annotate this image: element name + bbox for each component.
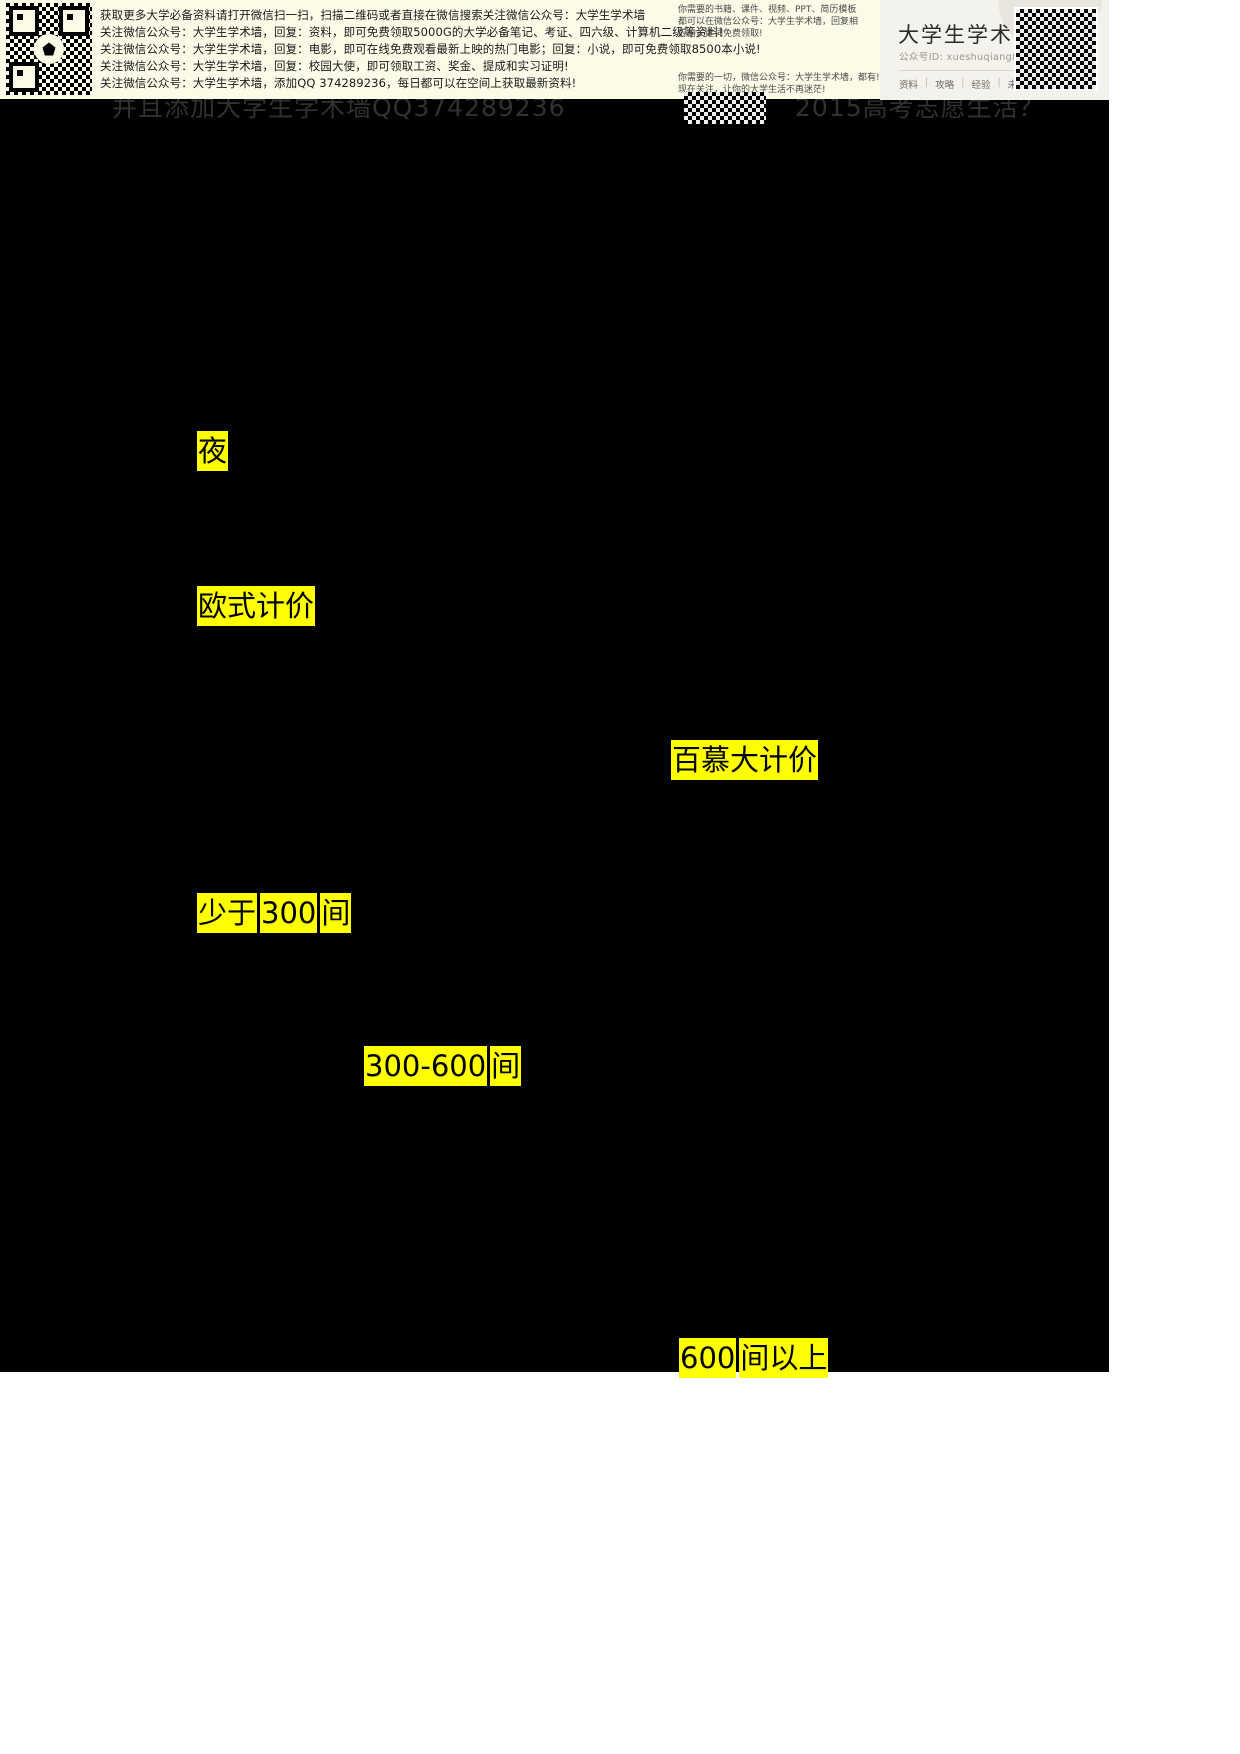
watermark-ad-inset: 你需要的书籍、课件、视频、PPT、简历模板 都可以在微信公众号：大学生学术墙，回…: [678, 4, 893, 40]
ad-line: 关注微信公众号：大学生学术墙，回复：电影，即可在线免费观看最新上映的热门电影；回…: [100, 42, 761, 56]
highlight-text: 600: [679, 1338, 737, 1378]
brand-nav-separator: |: [997, 77, 1001, 88]
brand-nav-separator: |: [925, 77, 929, 88]
brand-nav-item: 经验: [971, 80, 991, 91]
scan-body-area: [0, 0, 1109, 1372]
ad-inset-line: 应的关键词免费领取!: [678, 29, 763, 39]
ad-line: 获取更多大学必备资料请打开微信扫一扫，扫描二维码或者直接在微信搜索关注微信公众号…: [100, 8, 646, 22]
brand-title: 大学生学术墙: [898, 23, 1036, 47]
highlight-text: 间以上: [739, 1338, 829, 1378]
highlight-text: 300-600: [364, 1046, 488, 1086]
highlight-annotation-2: 欧式计价: [197, 586, 316, 626]
brand-nav-item: 资料: [899, 80, 919, 91]
qr-code-icon-small: [684, 92, 766, 124]
ad-line: 关注微信公众号：大学生学术墙，添加QQ 374289236，每日都可以在空间上获…: [100, 76, 577, 90]
highlight-text: 间: [490, 1046, 522, 1086]
qr-code-icon: [6, 3, 92, 95]
watermark-ad-banner: 获取更多大学必备资料请打开微信扫一扫，扫描二维码或者直接在微信搜索关注微信公众号…: [0, 0, 898, 99]
highlight-text: 间: [320, 893, 352, 933]
ad-inset-line: 你需要的一切，微信公众号：大学生学术墙，都有!: [678, 73, 880, 83]
ad-inset-line: 你需要的书籍、课件、视频、PPT、简历模板: [678, 5, 857, 15]
watermark-ad-text: 获取更多大学必备资料请打开微信扫一扫，扫描二维码或者直接在微信搜索关注微信公众号…: [100, 7, 890, 92]
ad-line: 关注微信公众号：大学生学术墙，回复：校园大使，即可领取工资、奖金、提成和实习证明…: [100, 59, 569, 73]
watermark-ad-inset-secondary: 你需要的一切，微信公众号：大学生学术墙，都有! 现在关注，让你的大学生活不再迷茫…: [678, 72, 893, 96]
highlight-text: 欧式计价: [197, 586, 316, 626]
highlight-text: 少于: [197, 893, 258, 933]
highlight-annotation-3: 百慕大计价: [671, 740, 819, 780]
brand-account-id: 公众号ID: xueshuqiang8888: [899, 52, 1038, 63]
ad-line: 关注微信公众号：大学生学术墙，回复：资料，即可免费领取5000G的大学必备笔记、…: [100, 25, 724, 39]
ad-inset-line: 都可以在微信公众号：大学生学术墙，回复相: [678, 17, 859, 27]
brand-nav-separator: |: [961, 77, 965, 88]
highlight-text: 百慕大计价: [671, 740, 819, 780]
highlight-text: 夜: [197, 431, 229, 471]
qr-code-icon-edge: [1014, 7, 1098, 91]
divider: [899, 70, 1090, 71]
highlight-text: 300: [260, 893, 318, 933]
ad-inset-line: 现在关注，让你的大学生活不再迷茫!: [678, 85, 826, 95]
highlight-annotation-1: 夜: [197, 431, 229, 471]
page-bottom-margin: [0, 1372, 1240, 1754]
brand-nav-item: 攻略: [935, 80, 955, 91]
brand-nav: 资料 | 攻略 | 经验 | 未来: [899, 77, 1027, 91]
